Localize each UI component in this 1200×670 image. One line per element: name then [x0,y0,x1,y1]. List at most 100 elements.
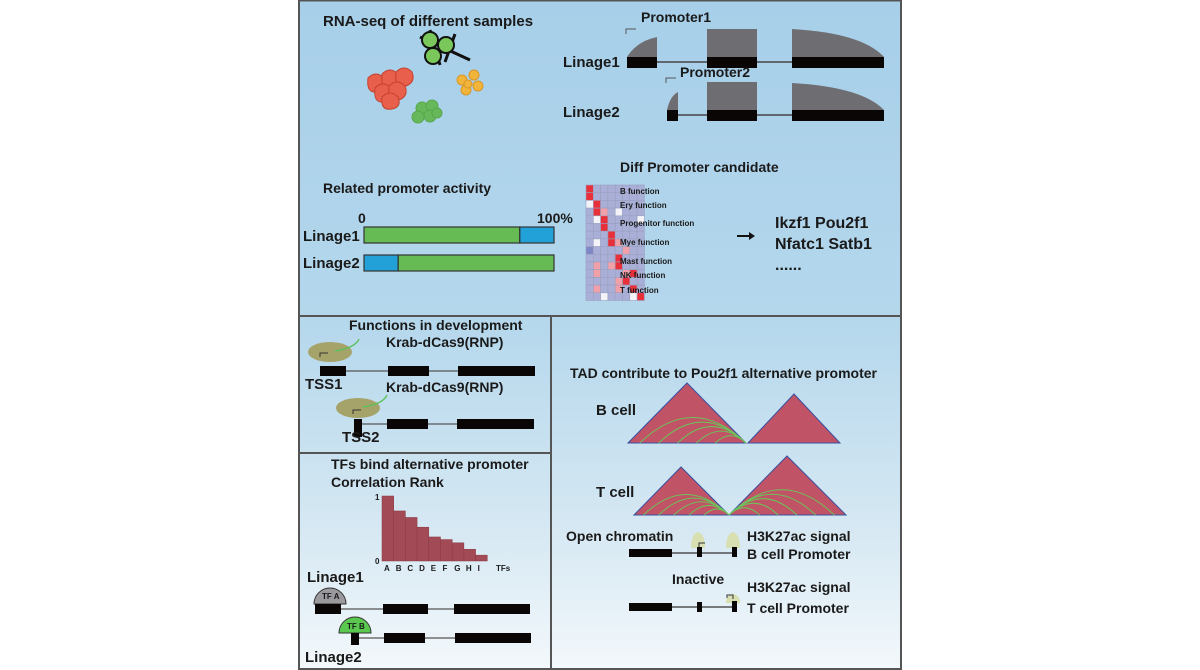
heatmap-cell [592,246,601,255]
tf-linage1-label: Linage1 [307,569,364,586]
heatmap-cell [585,207,594,217]
x-tick-label: E [431,564,437,573]
heatmap-cell [585,269,594,278]
panel-borders [298,0,902,670]
heatmap-cell [614,246,623,255]
t-cell-promoter-label: T cell Promoter [747,600,849,616]
heatmap-label: B function [620,187,660,196]
x-tick-label: H [466,564,472,573]
x-tick-label: I [478,564,480,573]
heatmap-label: Mast function [620,257,672,266]
heatmap-cell [592,184,601,193]
heatmap-cell [607,292,616,301]
heatmap-cell [629,246,638,255]
heatmap-cell [592,215,601,224]
scale-min: 0 [358,210,366,226]
heatmap-cell [592,277,601,286]
open-chromatin-label: Open chromatin [566,528,673,544]
heatmap-cell [607,277,616,286]
tf-b-label: TF B [347,622,365,631]
diff-promoter-title: Diff Promoter candidate [620,159,779,175]
bar-D [416,526,430,562]
activity-segment-green [397,254,555,272]
heatmap-cell [592,192,601,201]
heatmap-label: NK function [620,271,665,280]
tad-triangle [626,382,748,444]
heatmap [585,184,645,301]
activity-segment-blue [363,254,399,272]
arrow-right-icon [737,232,755,240]
bar-G [451,542,465,562]
tss2-label: TSS2 [342,429,380,446]
heatmap-cell [600,207,609,217]
heatmap-cell [607,269,616,278]
tss1-label: TSS1 [305,376,343,393]
x-tick-label: B [396,564,402,573]
inactive-label: Inactive [672,571,724,587]
heatmap-cell [585,277,594,286]
heatmap-cell [600,254,609,263]
linage1-label: Linage1 [563,54,620,71]
heatmap-cell [592,223,601,232]
promoter2-label: Promoter2 [680,64,750,80]
tf-linage2-label: Linage2 [305,649,362,666]
linage2-label: Linage2 [563,104,620,121]
x-tick-label: F [443,564,448,573]
heatmap-cell [607,246,616,255]
tf-b-icon: TF B [338,616,372,634]
heatmap-cell [600,277,609,286]
x-tick-label: C [407,564,413,573]
heatmap-cell [592,292,601,301]
heatmap-cell [585,246,594,255]
y-tick-label: 1 [375,493,380,502]
heatmap-cell [607,200,616,209]
heatmap-cell [600,246,609,255]
heatmap-cell [592,261,601,270]
heatmap-cell [600,200,609,209]
promoter1-label: Promoter1 [641,9,711,25]
candidate-genes-1: Ikzf1 Pou2f1 [775,215,868,232]
activity-segment-green [363,226,521,244]
heatmap-cell [600,192,609,201]
heatmap-cell [607,230,616,240]
heatmap-cell [585,254,594,263]
heatmap-cell [600,261,609,270]
tad-triangle [746,393,842,444]
bar-B [393,510,406,562]
activity-linage2-label: Linage2 [303,255,360,272]
b-cell-promoter-label: B cell Promoter [747,546,851,562]
heatmap-cell [600,215,609,224]
bar-F [440,539,453,562]
heatmap-cell [607,254,616,263]
heatmap-cell [592,254,601,263]
heatmap-cell [636,292,645,301]
bar-H [463,549,476,562]
tf-a-icon: TF A [313,587,347,605]
gene-model-tss1 [320,366,535,376]
heatmap-cell [592,200,601,209]
heatmap-cell [585,215,594,224]
heatmap-cell [600,269,609,278]
linage1-gene-model [627,29,884,68]
heatmap-cell [592,207,601,217]
heatmap-cell [607,223,616,232]
bar-E [428,536,441,562]
tf-panel-title: TFs bind alternative promoter [331,456,529,472]
heatmap-label: Ery function [620,201,667,210]
heatmap-cell [600,223,609,232]
x-tick-label: G [454,564,460,573]
linage2-gene-model [667,82,884,121]
heatmap-cell [600,184,609,193]
heatmap-cell [585,192,594,201]
activity-segment-blue [519,226,555,244]
chromatin-loop-arc [728,507,760,516]
krab-dcas9-icon [336,394,388,418]
tad-triangle [727,455,848,516]
heatmap-label: T function [620,286,659,295]
heatmap-cell [585,261,594,270]
functions-title: Functions in development [349,317,523,333]
tf-linage1-gene-model [315,604,530,614]
heatmap-cell [600,230,609,240]
